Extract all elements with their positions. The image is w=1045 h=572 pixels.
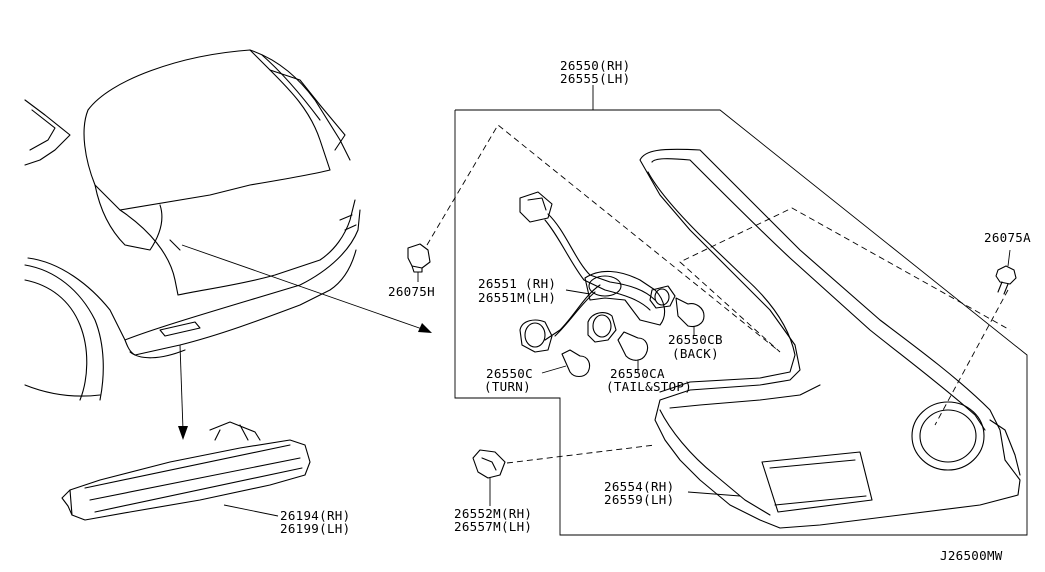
- pointer-arrow-to-lamp: [181, 244, 432, 333]
- screw-26075a: [995, 249, 1017, 295]
- label-lens-rh: 26554(RH): [604, 479, 674, 494]
- label-harness-rh: 26551 (RH): [478, 276, 556, 291]
- vehicle-rear-body: [24, 49, 361, 401]
- label-clip-lh: 26557M(LH): [454, 519, 532, 534]
- label-clip-26075h: 26075H: [388, 284, 435, 299]
- clip-26552m: [472, 449, 506, 506]
- label-bulb-turn-name: (TURN): [484, 379, 531, 394]
- label-screw-26075a: 26075A: [984, 230, 1031, 245]
- label-clip-rh: 26552M(RH): [454, 506, 532, 521]
- label-lens-lh: 26559(LH): [604, 492, 674, 507]
- label-bulb-back-name: (BACK): [672, 346, 719, 361]
- label-bulb-turn-number: 26550C: [486, 366, 533, 381]
- bulb-tail-stop: [617, 331, 649, 372]
- label-bulb-tail-number: 26550CA: [610, 366, 665, 381]
- label-bulb-tail-name: (TAIL&STOP): [606, 379, 692, 394]
- label-bulb-back-number: 26550CB: [668, 332, 723, 347]
- pointer-arrow-to-reflector: [178, 344, 188, 440]
- bulb-back: [675, 297, 705, 336]
- label-leaders: [223, 289, 741, 517]
- bulb-turn: [541, 349, 591, 378]
- label-reflex-lh: 26199(LH): [280, 521, 350, 536]
- clip-26075h: [407, 243, 431, 282]
- label-lamp-assy-rh: 26550(RH): [560, 58, 630, 73]
- lamp-harness-assembly: [519, 191, 676, 353]
- part-labels: 26550(RH) 26555(LH) 26075A 26075H 26551 …: [280, 58, 1031, 563]
- label-lamp-assy-lh: 26555(LH): [560, 71, 630, 86]
- rear-combination-lamp-housing: [639, 148, 1021, 529]
- rear-reflex-reflector: [61, 421, 311, 521]
- diagram-id: J26500MW: [940, 548, 1003, 563]
- label-harness-lh: 26551M(LH): [478, 290, 556, 305]
- label-reflex-rh: 26194(RH): [280, 508, 350, 523]
- dashed-assembly-lines: [426, 124, 1011, 464]
- assembly-outline: [454, 85, 1028, 536]
